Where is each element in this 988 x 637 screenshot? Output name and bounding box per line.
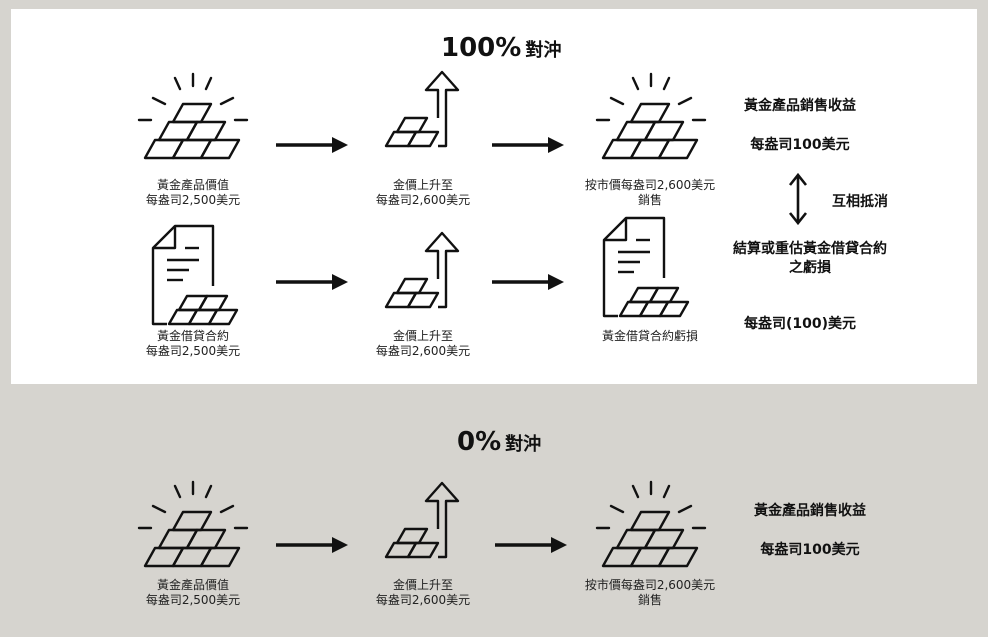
revenue-amount: 每盎司100美元 [760, 542, 860, 558]
price-rise-caption: 金價上升至 每盎司2,600美元 [348, 329, 498, 359]
rising-gold-bars-icon [384, 481, 460, 559]
shining-gold-bars-icon [137, 72, 249, 160]
caption-line: 每盎司2,600美元 [375, 193, 471, 207]
shining-gold-bars-icon [595, 480, 707, 568]
caption-line: 每盎司2,600美元 [375, 593, 471, 607]
caption-line: 金價上升至 [392, 329, 453, 343]
rising-gold-bars-icon [384, 70, 460, 148]
market-sale-caption: 按市價每盎司2,600美元 銷售 [565, 178, 735, 208]
double-vertical-arrow-icon [788, 172, 808, 226]
caption-line: 銷售 [637, 593, 662, 607]
caption-line: 每盎司2,500美元 [145, 593, 241, 607]
revenue-label: 黃金產品銷售收益 [744, 98, 856, 114]
hedged-panel [11, 9, 977, 384]
right-arrow-icon [490, 135, 566, 155]
price-rise-caption: 金價上升至 每盎司2,600美元 [348, 178, 498, 208]
revenue-label: 黃金產品銷售收益 [754, 503, 866, 519]
hedge-0-percent: 0% [457, 427, 502, 457]
caption-line: 黃金產品價值 [156, 578, 229, 592]
hedge-100-percent: 100% [441, 33, 522, 63]
caption-line: 金價上升至 [392, 178, 453, 192]
caption-line: 銷售 [637, 193, 662, 207]
offset-label: 互相抵消 [832, 194, 888, 210]
price-rise-caption: 金價上升至 每盎司2,600美元 [348, 578, 498, 608]
shining-gold-bars-icon [137, 480, 249, 568]
hedge-0-word: 對沖 [505, 434, 542, 455]
rising-gold-bars-icon [384, 231, 460, 309]
caption-line: 每盎司2,500美元 [145, 344, 241, 358]
caption-line: 黃金產品價值 [156, 178, 229, 192]
loss-label: 結算或重估黃金借貸合約之虧損 [733, 241, 887, 276]
caption-line: 按市價每盎司2,600美元 [584, 578, 716, 592]
product-value-caption: 黃金產品價值 每盎司2,500美元 [118, 178, 268, 208]
revenue-amount: 每盎司100美元 [750, 137, 850, 153]
right-arrow-icon [274, 535, 350, 555]
right-arrow-icon [274, 135, 350, 155]
hedge-100-word: 對沖 [525, 40, 562, 61]
right-arrow-icon [490, 272, 566, 292]
contract-caption: 黃金借貸合約 每盎司2,500美元 [118, 329, 268, 359]
market-sale-caption: 按市價每盎司2,600美元 銷售 [565, 578, 735, 608]
shining-gold-bars-icon [595, 72, 707, 160]
right-arrow-icon [493, 535, 569, 555]
contract-loss-caption: 黃金借貸合約虧損 [601, 329, 698, 343]
caption-line: 每盎司2,600美元 [375, 344, 471, 358]
loss-amount: 每盎司(100)美元 [743, 316, 857, 332]
hedge-0-title: 0%對沖 [457, 427, 541, 457]
hedge-100-title: 100%對沖 [441, 33, 561, 63]
product-value-caption: 黃金產品價值 每盎司2,500美元 [118, 578, 268, 608]
caption-line: 金價上升至 [392, 578, 453, 592]
gold-contract-document-icon [602, 216, 690, 318]
caption-line: 黃金借貸合約 [156, 329, 229, 343]
caption-line: 按市價每盎司2,600美元 [584, 178, 716, 192]
gold-contract-document-icon [151, 224, 239, 326]
caption-line: 每盎司2,500美元 [145, 193, 241, 207]
right-arrow-icon [274, 272, 350, 292]
